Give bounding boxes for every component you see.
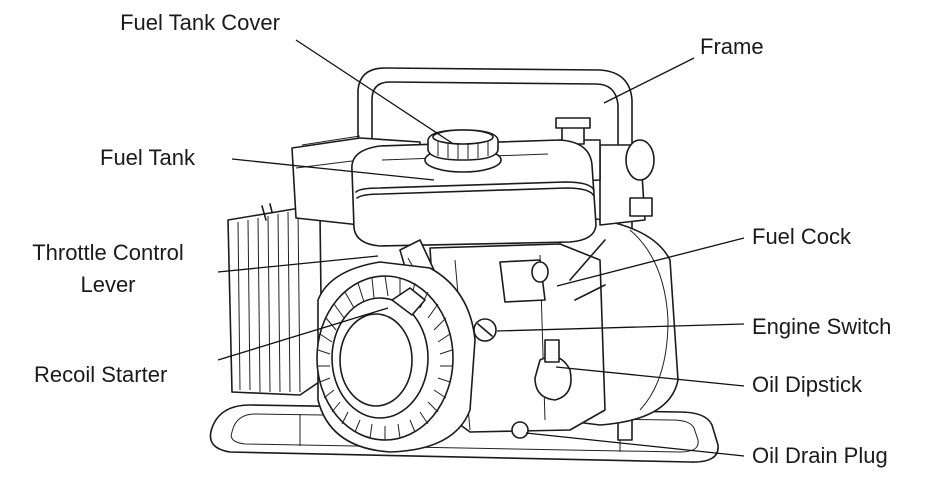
leader-recoil-starter: [217, 307, 389, 361]
leader-fuel-tank: [231, 158, 435, 181]
leader-throttle-control-lever: [217, 255, 379, 273]
leader-frame: [603, 57, 695, 104]
cooling-fins: [227, 203, 323, 396]
label-throttle-control-lever-line2: Lever: [80, 272, 136, 297]
leader-lines: [217, 39, 745, 457]
label-fuel-cock: Fuel Cock: [752, 224, 852, 249]
label-oil-drain-plug: Oil Drain Plug: [752, 443, 888, 468]
leader-oil-drain-plug: [525, 432, 745, 457]
leader-fuel-cock: [556, 237, 745, 287]
engine-block: [429, 239, 606, 439]
frame-handle: [357, 67, 633, 441]
label-fuel-tank: Fuel Tank: [100, 145, 195, 170]
label-throttle-control-lever-line1: Throttle Control: [32, 240, 184, 265]
label-engine-switch: Engine Switch: [752, 314, 892, 339]
leader-oil-dipstick: [555, 366, 745, 387]
label-recoil-starter: Recoil Starter: [34, 362, 168, 387]
recoil-starter-shape: [316, 261, 476, 453]
label-oil-dipstick: Oil Dipstick: [752, 372, 863, 397]
fuel-tank-shape: [351, 139, 597, 247]
label-frame: Frame: [700, 34, 764, 59]
label-fuel-tank-cover: Fuel Tank Cover: [120, 10, 280, 35]
fuel-tank-cap: [424, 129, 502, 173]
leader-engine-switch: [496, 323, 745, 332]
leader-fuel-tank-cover: [295, 39, 453, 144]
